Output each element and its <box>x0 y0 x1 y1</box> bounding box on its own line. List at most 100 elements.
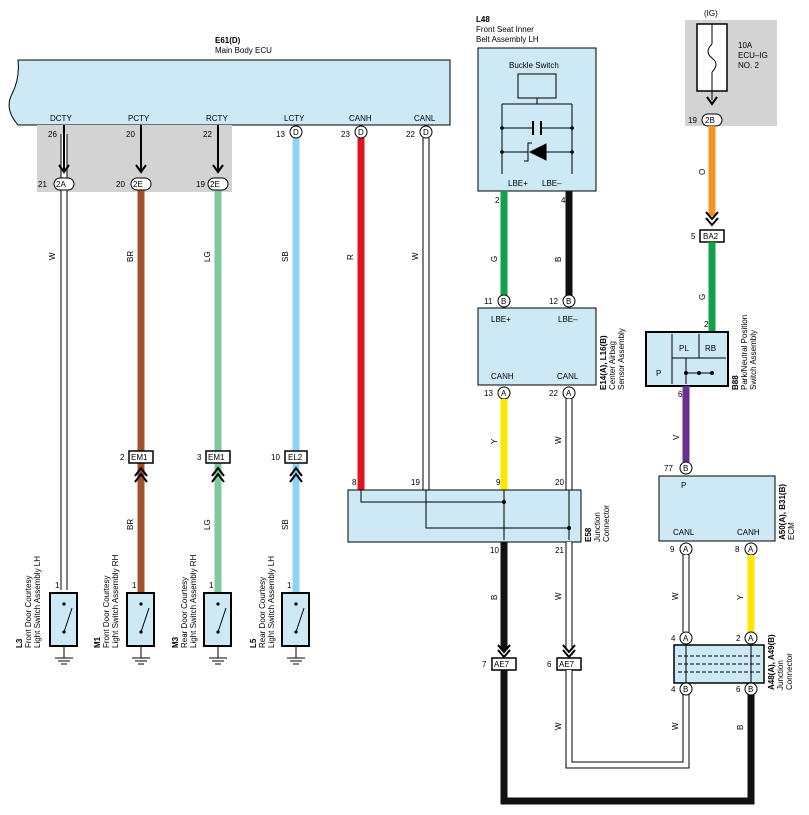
svg-text:7: 7 <box>482 660 487 669</box>
svg-text:1: 1 <box>55 581 60 590</box>
svg-text:3: 3 <box>197 453 202 462</box>
pin-num: 22 <box>549 389 558 398</box>
ig-label: (IG) <box>704 9 718 18</box>
conn-label: 2E <box>210 180 220 189</box>
pin-num: 26 <box>48 130 57 139</box>
l48-box <box>477 47 597 192</box>
pin-num: 2 <box>736 634 741 643</box>
conn-2a <box>53 177 75 191</box>
fuse-name: ECU–IG <box>738 51 768 60</box>
airbag-name2: Sensor Assembly <box>617 328 626 390</box>
conn-letter: A <box>748 634 754 643</box>
ecu-name: Main Body ECU <box>215 46 272 55</box>
conn-letter: D <box>293 128 299 137</box>
svg-text:L5: L5 <box>249 638 258 648</box>
a48-box <box>673 644 765 684</box>
ecm-name: ECM <box>787 522 796 540</box>
wire-code: SB <box>281 251 290 262</box>
b88-code: B88 <box>731 375 740 390</box>
svg-text:EL2: EL2 <box>288 453 303 462</box>
wire-bottom-w <box>565 670 690 769</box>
pin-num: 4 <box>671 685 676 694</box>
svg-text:10: 10 <box>271 453 280 462</box>
conn-letter: A <box>683 634 689 643</box>
pin-canl: CANL <box>414 114 436 123</box>
conn-circle <box>419 125 433 139</box>
svg-text:2: 2 <box>120 453 125 462</box>
a48-name2: Connector <box>785 653 794 690</box>
pin-num: 23 <box>341 130 350 139</box>
wire-code: B <box>490 595 499 600</box>
switch-m3: 1 M3 Rear Door Courtesy Light Switch Ass… <box>171 554 232 665</box>
wire-code: W <box>411 252 420 260</box>
b88-dots <box>684 371 714 375</box>
airbag-lbe-minus: LBE– <box>558 315 578 324</box>
a48-code: A48(A), A49(B) <box>767 634 776 690</box>
svg-text:Light Switch Assembly LH: Light Switch Assembly LH <box>33 556 42 648</box>
l48-junction-dots <box>500 126 574 154</box>
l48-internal <box>501 73 573 174</box>
pin-num: 2 <box>495 196 500 205</box>
wire-code: LG <box>203 251 212 262</box>
ecu-down-arrows <box>58 125 224 174</box>
svg-text:M3: M3 <box>171 636 180 648</box>
pin-num: 22 <box>406 130 415 139</box>
switch-l5: 1 L5 Rear Door Courtesy Light Switch Ass… <box>249 556 310 665</box>
airbag-name1: Center Airbag <box>608 341 617 390</box>
pin-num: 19 <box>411 478 420 487</box>
conn-letter: D <box>423 128 429 137</box>
ecm-box <box>658 475 776 542</box>
svg-text:Light Switch Assembly RH: Light Switch Assembly RH <box>111 554 120 648</box>
wire-code: W <box>554 592 563 600</box>
pin-pcty: PCTY <box>128 114 150 123</box>
svg-text:L3: L3 <box>15 638 24 648</box>
l48-lbe-plus: LBE+ <box>508 179 528 188</box>
svg-text:5: 5 <box>691 232 696 241</box>
arrow-ae7 <box>497 644 511 659</box>
svg-text:EM1: EM1 <box>208 453 225 462</box>
airbag-box <box>477 307 597 386</box>
conn-label: 2A <box>56 180 66 189</box>
pin-num: 8 <box>735 545 740 554</box>
svg-text:1: 1 <box>132 581 137 590</box>
pin-num: 8 <box>352 478 357 487</box>
connector-ae7-a: AE7 7 <box>482 657 517 671</box>
connector-el2: EL2 10 <box>271 450 308 483</box>
pin-num: 20 <box>116 180 125 189</box>
svg-text:6: 6 <box>547 660 552 669</box>
ecm-code: A50(A), B31(B) <box>778 484 787 540</box>
connector-em1-a: EM1 2 <box>120 450 154 483</box>
pin-num: 11 <box>484 297 493 306</box>
wire-code: B <box>736 725 745 730</box>
pin-num: 10 <box>490 546 499 555</box>
pin-num: 6 <box>678 390 683 399</box>
conn-circle <box>497 294 511 308</box>
pin-num: 21 <box>38 180 47 189</box>
svg-text:Rear Door Courtesy: Rear Door Courtesy <box>180 577 189 648</box>
ecu-code: E61(D) <box>215 36 241 45</box>
ecm-p: P <box>681 481 686 490</box>
wire-code: BR <box>126 519 135 530</box>
pin-num: 9 <box>670 545 675 554</box>
svg-text:1: 1 <box>287 581 292 590</box>
e58-dots <box>502 500 571 530</box>
conn-circle <box>679 631 693 645</box>
svg-text:Front Door Courtesy: Front Door Courtesy <box>102 576 111 648</box>
b88-name2: Switch Assembly <box>749 330 758 390</box>
switch-l3: 1 L3 Front Door Courtesy Light Switch As… <box>15 556 78 665</box>
e58-code: E58 <box>584 527 593 542</box>
fuse-rating: 10A <box>738 41 753 50</box>
pin-num: 2 <box>704 320 709 329</box>
wire-code: Y <box>736 594 745 600</box>
fuse-icon <box>707 43 717 73</box>
wire-bottom-b <box>500 670 755 805</box>
switch-m1: 1 M1 Front Door Courtesy Light Switch As… <box>93 554 155 665</box>
conn-circle <box>679 461 693 475</box>
wire-code: BR <box>126 251 135 262</box>
conn-letter: A <box>748 545 754 554</box>
conn-letter: A <box>683 545 689 554</box>
svg-text:1: 1 <box>209 581 214 590</box>
conn-letter: B <box>683 464 688 473</box>
fuse-name: NO. 2 <box>738 61 759 70</box>
